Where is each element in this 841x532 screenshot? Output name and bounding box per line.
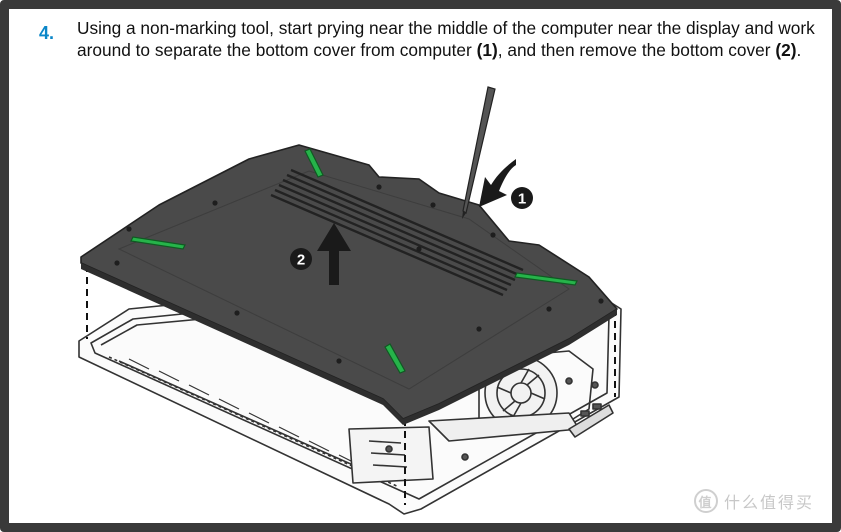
rubber-feet — [130, 148, 578, 374]
cover-screws — [114, 184, 604, 364]
callout-badge-1: 1 — [511, 187, 533, 209]
pry-tool — [462, 86, 496, 219]
bottom-cover-removal-illustration: 1 2 — [78, 86, 622, 515]
vent-slots — [270, 168, 524, 297]
alignment-guides — [86, 265, 616, 505]
watermark: 值 什么值得买 — [693, 489, 814, 513]
callout-1-label: 1 — [518, 191, 526, 208]
callout-badge-2: 2 — [290, 248, 312, 270]
callout-ref-1: (1) — [476, 40, 498, 60]
instruction-text-part-1: Using a non-marking tool, start prying n… — [77, 18, 815, 60]
bottom-cover — [80, 144, 618, 425]
watermark-text: 什么值得买 — [723, 495, 814, 512]
watermark-logo-icon: 值 — [693, 489, 718, 513]
instruction-text-end: . — [796, 40, 802, 60]
step-number: 4. — [39, 23, 55, 43]
pry-direction-arrow — [479, 159, 516, 207]
instruction-text-part-2: , and then remove the bottom cover — [497, 40, 776, 60]
lift-cover-arrow — [317, 223, 351, 285]
step-instruction: Using a non-marking tool, start prying n… — [77, 17, 817, 61]
callout-ref-2: (2) — [775, 40, 797, 60]
callout-2-label: 2 — [297, 252, 305, 269]
